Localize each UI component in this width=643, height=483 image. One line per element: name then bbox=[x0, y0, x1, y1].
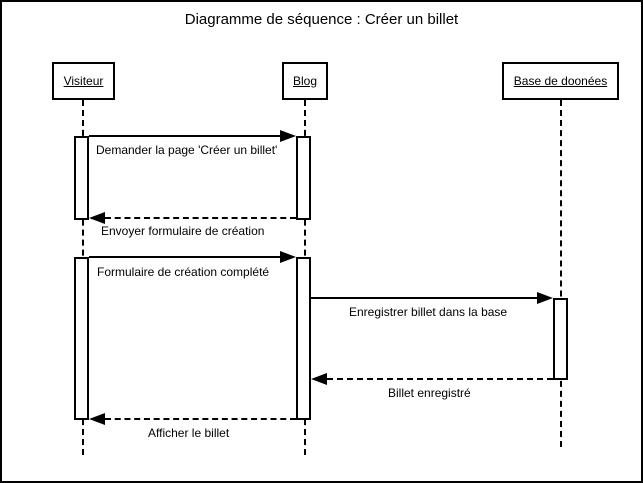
message-line-4 bbox=[311, 297, 539, 299]
lifeline-label-blog: Blog bbox=[292, 74, 318, 88]
diagram-title: Diagramme de séquence : Créer un billet bbox=[184, 11, 459, 28]
activation-bar-visiteur-2 bbox=[74, 257, 89, 420]
lifeline-label-base-de-donnees: Base de doonées bbox=[513, 74, 608, 88]
lifeline-label-visiteur: Visiteur bbox=[63, 74, 104, 88]
message-label-5: Billet enregistré bbox=[388, 386, 471, 400]
message-line-3 bbox=[89, 256, 282, 258]
message-label-3: Formulaire de création complété bbox=[97, 265, 270, 279]
activation-bar-base-de-donnees bbox=[553, 298, 568, 380]
lifeline-head-visiteur: Visiteur bbox=[52, 62, 115, 100]
message-line-5 bbox=[327, 378, 553, 380]
message-label-1: Demander la page 'Créer un billet' bbox=[96, 143, 278, 157]
arrowhead-right-1 bbox=[280, 130, 296, 142]
message-label-4: Enregistrer billet dans la base bbox=[349, 305, 508, 319]
arrowhead-left-6 bbox=[89, 413, 105, 425]
arrowhead-left-5 bbox=[311, 373, 327, 385]
lifeline-base-de-donnees bbox=[560, 100, 562, 447]
arrowhead-left-2 bbox=[89, 212, 105, 224]
message-line-2 bbox=[105, 217, 296, 219]
activation-bar-blog-2 bbox=[296, 257, 311, 420]
message-line-6 bbox=[105, 418, 296, 420]
message-line-1 bbox=[89, 135, 282, 137]
lifeline-head-base-de-donnees: Base de doonées bbox=[502, 62, 619, 100]
arrowhead-right-3 bbox=[280, 251, 296, 263]
message-label-6: Afficher le billet bbox=[148, 426, 230, 440]
arrowhead-right-4 bbox=[537, 292, 553, 304]
activation-bar-visiteur-1 bbox=[74, 136, 89, 220]
lifeline-head-blog: Blog bbox=[282, 62, 328, 100]
message-label-2: Envoyer formulaire de création bbox=[101, 224, 265, 238]
activation-bar-blog-1 bbox=[296, 136, 311, 220]
